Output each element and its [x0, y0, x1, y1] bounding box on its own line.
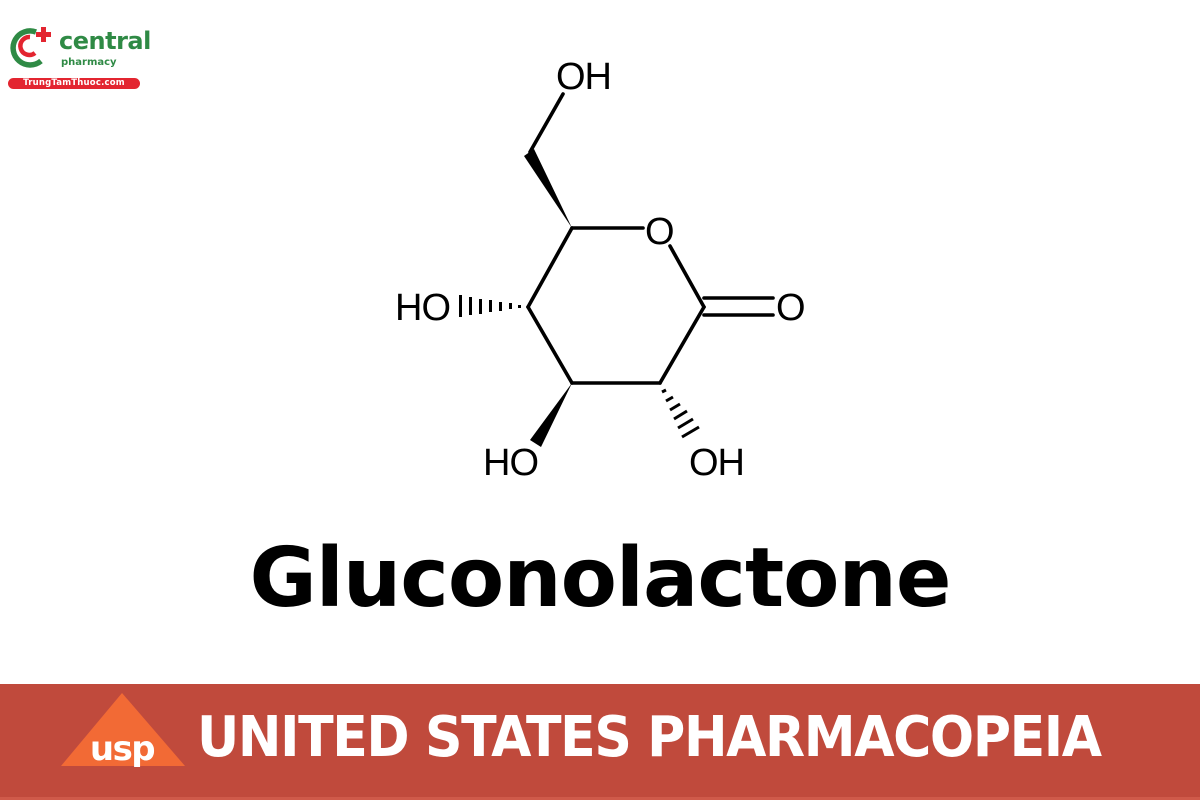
logo-website-link[interactable]: TrungTamThuoc.com [8, 78, 140, 89]
atom-label-top-oh: OH [556, 56, 612, 98]
gluconolactone-structure: OH O O HO HO OH [395, 56, 806, 484]
atom-label-bottom-right-oh: OH [689, 442, 745, 484]
structure-bonds [459, 92, 775, 447]
central-pharmacy-logo: central pharmacy TrungTamThuoc.com [0, 0, 160, 100]
pharmacy-cross-icon [10, 27, 51, 68]
usp-banner: usp UNITED STATES PHARMACOPEIA [0, 684, 1200, 800]
atom-label-bottom-left-ho: HO [483, 442, 539, 484]
logo-brand-text: central [59, 27, 151, 55]
atom-label-left-ho: HO [395, 287, 451, 329]
logo-subtitle: pharmacy [61, 57, 117, 68]
usp-logo-text: usp [90, 729, 154, 769]
banner-title: UNITED STATES PHARMACOPEIA [197, 705, 1102, 770]
compound-title: Gluconolactone [249, 531, 951, 626]
atom-label-ring-o: O [645, 211, 675, 253]
usp-logo-icon: usp [61, 693, 185, 769]
atom-label-carbonyl-o: O [776, 287, 806, 329]
